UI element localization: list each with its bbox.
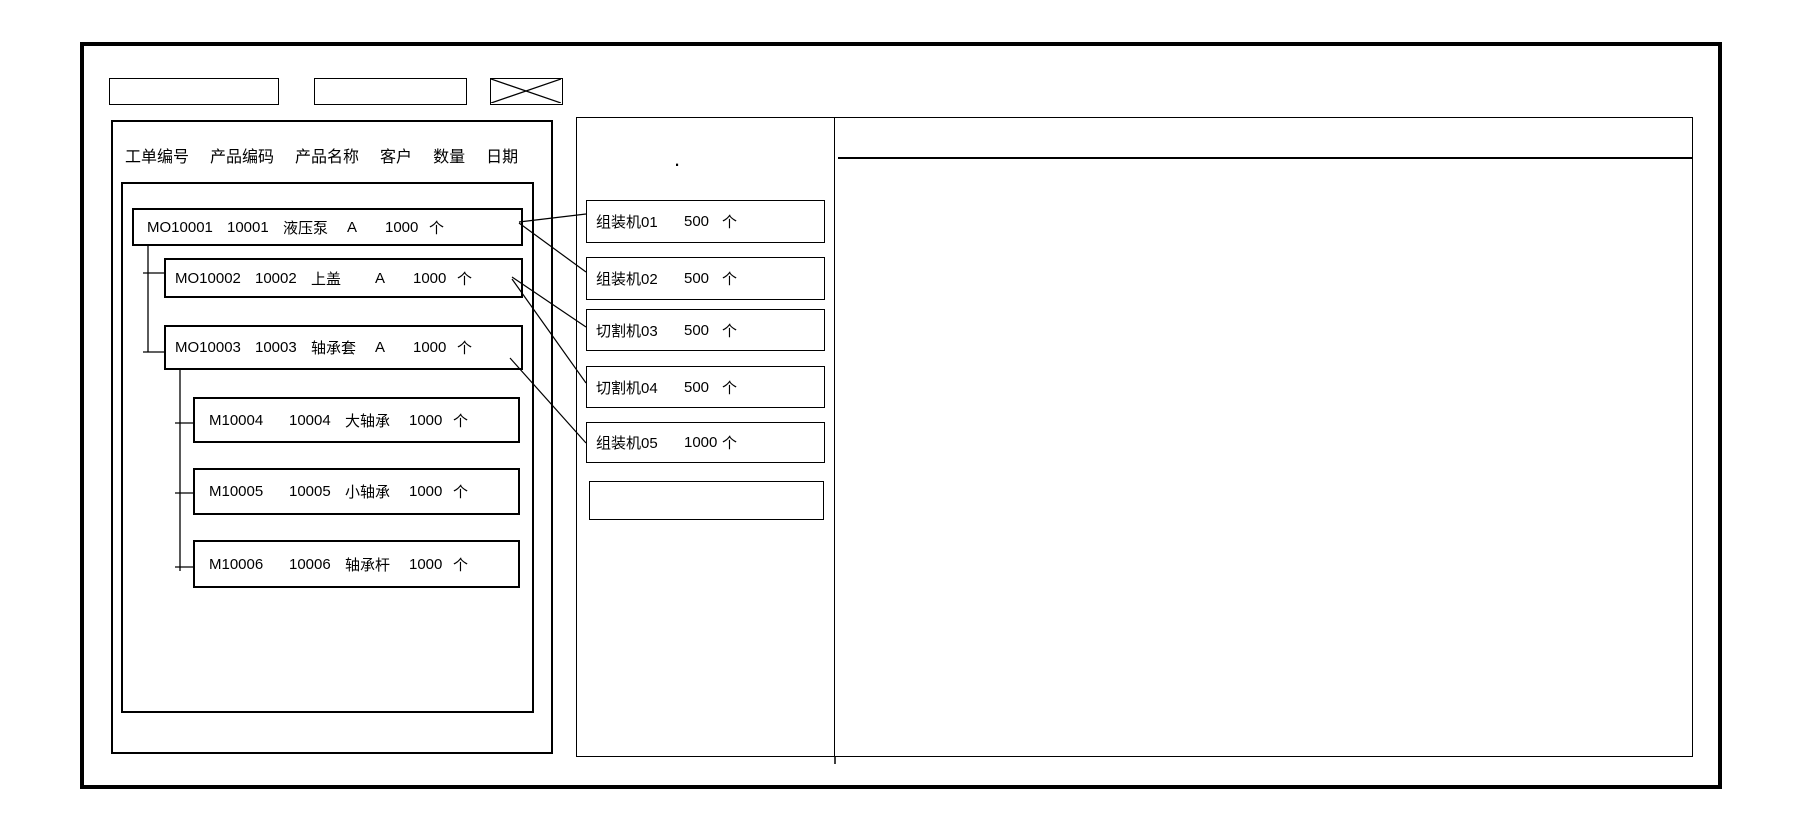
workcenter-unit: 个: [722, 435, 738, 452]
workcenter-row-03[interactable]: 切割机03 500 个: [586, 309, 825, 351]
column-header-date: 日期: [486, 149, 519, 166]
workcenter-name: 切割机03: [596, 322, 658, 340]
quantity: 1000: [409, 555, 443, 573]
workcenter-row-01[interactable]: 组装机01 500 个: [586, 200, 825, 243]
order-row-m10006[interactable]: M10006 10006 轴承杆 1000 个: [193, 540, 520, 588]
column-header-product-name: 产品名称: [295, 149, 360, 166]
workcenter-row-05[interactable]: 组装机05 1000 个: [586, 422, 825, 463]
workcenter-name: 组装机05: [596, 435, 658, 452]
column-header-product-code: 产品编码: [210, 149, 275, 166]
workcenter-row-empty[interactable]: [589, 481, 824, 520]
workcenter-name: 切割机04: [596, 379, 658, 397]
quantity: 1000: [409, 483, 443, 500]
order-no: MO10002: [175, 269, 241, 287]
column-header-customer: 客户: [380, 149, 413, 166]
customer: A: [375, 269, 386, 287]
product-name: 液压泵: [283, 219, 329, 237]
product-name: 上盖: [311, 270, 342, 288]
workcenter-qty: 1000: [684, 434, 718, 451]
order-row-m10004[interactable]: M10004 10004 大轴承 1000 个: [193, 397, 520, 443]
order-no: MO10001: [147, 218, 213, 236]
unit: 个: [457, 270, 473, 288]
order-no: M10005: [209, 483, 264, 500]
column-header-qty: 数量: [433, 149, 466, 166]
workcenter-qty: 500: [684, 270, 710, 287]
quantity: 1000: [413, 339, 447, 356]
order-row-mo10001[interactable]: MO10001 10001 液压泵 A 1000 个: [132, 208, 523, 246]
workcenter-row-02[interactable]: 组装机02 500 个: [586, 257, 825, 300]
column-headers: 工单编号 产品编码 产品名称 客户 数量 日期: [125, 146, 518, 170]
stray-dot: .: [674, 146, 681, 171]
product-name: 小轴承: [345, 484, 391, 501]
product-name: 轴承杆: [345, 556, 391, 574]
unit: 个: [453, 484, 469, 501]
product-code: 10006: [289, 555, 331, 573]
product-code: 10001: [227, 218, 269, 236]
workcenter-name: 组装机01: [596, 214, 658, 231]
product-name: 轴承套: [311, 340, 357, 357]
detail-header-separator: [838, 157, 1693, 159]
product-name: 大轴承: [345, 412, 391, 430]
workcenter-name: 组装机02: [596, 271, 658, 288]
customer: A: [375, 339, 386, 356]
order-no: M10004: [209, 411, 264, 429]
detail-panel: [835, 117, 1693, 757]
product-code: 10004: [289, 411, 331, 429]
toolbar-field-1[interactable]: [109, 78, 279, 105]
unit: 个: [429, 219, 445, 237]
order-no: M10006: [209, 555, 264, 573]
quantity: 1000: [413, 269, 447, 287]
product-code: 10005: [289, 483, 331, 500]
toolbar-field-2[interactable]: [314, 78, 467, 105]
unit: 个: [457, 340, 473, 357]
image-placeholder-icon: [490, 78, 563, 105]
workcenter-unit: 个: [722, 322, 738, 340]
workcenter-unit: 个: [722, 214, 738, 231]
workcenter-row-04[interactable]: 切割机04 500 个: [586, 366, 825, 408]
workcenter-qty: 500: [684, 321, 710, 339]
product-code: 10003: [255, 339, 297, 356]
workcenter-unit: 个: [722, 271, 738, 288]
quantity: 1000: [409, 411, 443, 429]
window-frame: [80, 42, 1722, 789]
unit: 个: [453, 412, 469, 430]
workcenter-unit: 个: [722, 379, 738, 397]
order-row-m10005[interactable]: M10005 10005 小轴承 1000 个: [193, 468, 520, 515]
product-code: 10002: [255, 269, 297, 287]
workcenter-qty: 500: [684, 378, 710, 396]
order-row-mo10003[interactable]: MO10003 10003 轴承套 A 1000 个: [164, 325, 523, 370]
order-row-mo10002[interactable]: MO10002 10002 上盖 A 1000 个: [164, 258, 523, 298]
column-header-order-no: 工单编号: [125, 149, 190, 166]
customer: A: [347, 218, 358, 236]
order-no: MO10003: [175, 339, 241, 356]
unit: 个: [453, 556, 469, 574]
workcenter-qty: 500: [684, 213, 710, 230]
quantity: 1000: [385, 218, 419, 236]
